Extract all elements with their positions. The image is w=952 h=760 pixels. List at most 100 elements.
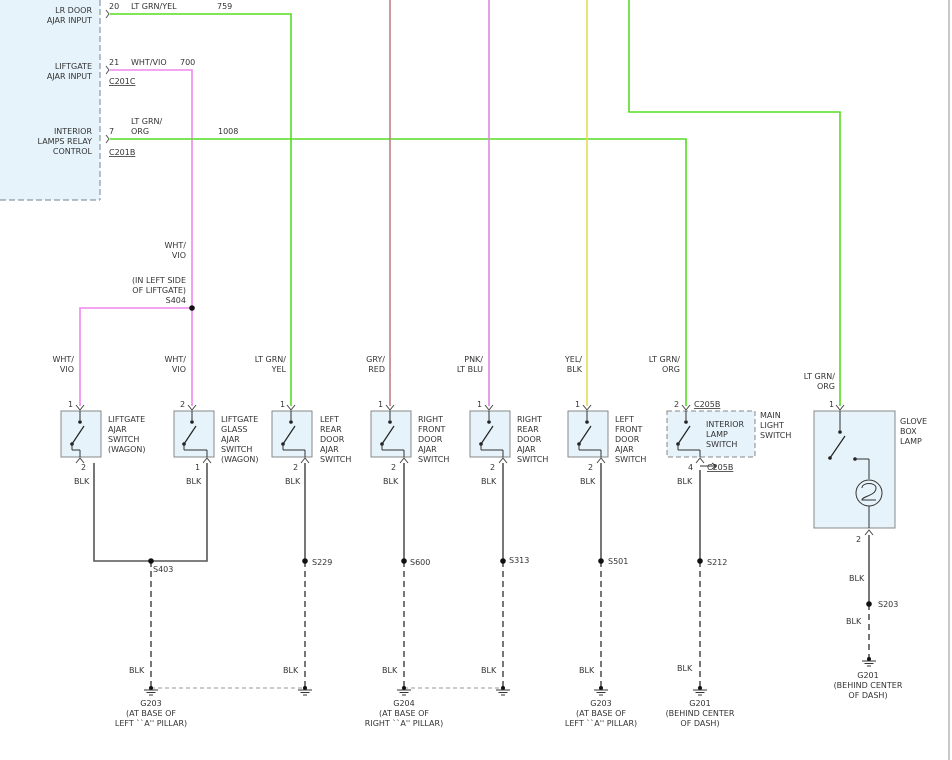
switch-contact-icon [190,420,194,424]
module-box [0,0,101,201]
switch-name: LIFTGATE AJAR SWITCH (WAGON) [108,415,146,454]
ground-wire-label: BLK [481,477,497,486]
pin-lr-door: 20 [109,2,119,11]
connector-chevron [596,457,606,464]
svg-text:AJAR: AJAR [221,435,240,444]
svg-text:G203: G203 [590,699,611,708]
switch-box [567,410,609,458]
svg-text:OF DASH): OF DASH) [680,719,719,728]
pin-top: 2 [180,400,185,409]
svg-text:AJAR INPUT: AJAR INPUT [47,72,92,81]
arrow-head-icon [711,462,717,470]
svg-text:INTERIOR: INTERIOR [706,420,745,429]
lamp-filament-icon [861,483,877,501]
splice-s404-dot [189,305,195,311]
switch-right-front-door-ajar: GRY/ RED 1 2 RIGHT FRONT DOOR AJAR SWITC… [366,355,449,486]
switch-contact-icon [838,430,842,434]
svg-text:LEFT ``A'' PILLAR): LEFT ``A'' PILLAR) [565,718,637,728]
splice-s600-id: S600 [410,558,430,567]
svg-text:SWITCH: SWITCH [615,455,646,464]
svg-text:LAMPS RELAY: LAMPS RELAY [38,137,93,146]
wire-1008-color: LT GRN/ ORG [131,117,163,136]
svg-text:SWITCH: SWITCH [760,431,791,440]
svg-text:DOOR: DOOR [418,435,443,444]
svg-text:LT BLU: LT BLU [457,365,483,374]
ground-wire-label: BLK [677,664,693,673]
connector-chevron [187,404,197,411]
switch-arm [677,425,691,445]
svg-text:LEFT ``A'' PILLAR): LEFT ``A'' PILLAR) [115,718,187,728]
svg-text:(WAGON): (WAGON) [108,445,146,454]
connector-chevron [286,404,296,411]
splice-s203-id: S203 [878,600,898,609]
switch-arm [71,425,85,445]
switch-left-front-door-ajar: YEL/ BLK 1 2 LEFT FRONT DOOR AJAR SWITCH… [564,355,646,486]
module-label-lr-door: LR DOOR AJAR INPUT [47,6,93,25]
svg-text:LIFTGATE: LIFTGATE [55,62,92,71]
svg-text:SWITCH: SWITCH [221,445,252,454]
splice-s501-id: S501 [608,557,628,566]
ground-g201-glove-id: G201 [857,671,878,680]
ground-wire-label: BLK [283,666,299,675]
connector-chevron [385,404,395,411]
wire-color-label: LT GRN/ YEL [255,355,287,374]
module-label-liftgate: LIFTGATE AJAR INPUT [47,62,92,81]
wire-color-label: WHT/ VIO [164,355,186,374]
pin-bottom: 2 [856,535,861,544]
wire-color-label: PNK/ LT BLU [457,355,483,374]
ground-wire-label: BLK [74,477,90,486]
svg-text:MAIN: MAIN [760,411,781,420]
wire-color-label: YEL/ BLK [564,355,583,374]
wire-lt-grn-org-glove [628,0,841,406]
svg-text:SWITCH: SWITCH [418,455,449,464]
svg-text:INTERIOR: INTERIOR [54,127,93,136]
pin-top: 2 [674,400,679,409]
pin-chevron [105,65,110,75]
ground-symbol-icon [496,686,510,696]
pin-bottom: 2 [81,463,86,472]
splice-s404-wire-label: WHT/ VIO [164,241,186,260]
pin-top: 1 [829,400,834,409]
ground-wire-label: BLK [186,477,202,486]
splice-s229-dot [302,558,308,564]
switch-contact-icon [487,420,491,424]
switch-liftgate-ajar: WHT/ VIO 1 2 LIFTGATE AJAR SWITCH (WAGON… [52,355,145,486]
ground-g201: G201 (BEHIND CENTER OF DASH) [666,699,735,728]
svg-text:OF DASH): OF DASH) [848,691,887,700]
svg-text:AJAR: AJAR [615,445,634,454]
svg-text:FRONT: FRONT [615,425,642,434]
svg-text:G203: G203 [140,699,161,708]
pin-top: 1 [575,400,580,409]
svg-text:YEL/: YEL/ [564,355,582,364]
wire-wht-vio [110,69,193,308]
wire-700-color: WHT/VIO [131,58,167,67]
wire-color-label: LT GRN/ ORG [804,372,836,391]
splice-s229-id: S229 [312,558,332,567]
switch-name: LEFT REAR DOOR AJAR SWITCH [320,415,351,464]
ground-symbol-icon [693,686,707,696]
glove-box-lamp: LT GRN/ ORG 1 2 GLOVE BOX LAMP BLK S203 … [804,372,927,700]
svg-text:RED: RED [368,365,385,374]
ground-symbol-icon [594,686,608,696]
switch-contact-icon [289,420,293,424]
connector-c201b: C201B [109,148,135,157]
svg-text:AJAR: AJAR [517,445,536,454]
wire-color-label: WHT/ VIO [52,355,74,374]
ground-wire-s403-left [93,463,151,562]
svg-text:GLASS: GLASS [221,425,247,434]
interior-lamp-switch-name: INTERIOR LAMP SWITCH [706,420,745,449]
svg-text:(BEHIND CENTER: (BEHIND CENTER [666,709,735,718]
svg-text:LIFTGATE: LIFTGATE [108,415,145,424]
ground-symbol-icon [298,686,312,696]
connector-c205b-bottom: C205B [707,463,733,472]
svg-text:G204: G204 [393,699,414,708]
svg-text:LEFT: LEFT [320,415,339,424]
switch-name: LIFTGATE GLASS AJAR SWITCH (WAGON) [221,415,259,464]
ground-wire-label: BLK [383,477,399,486]
pin-top: 1 [378,400,383,409]
switch-name: LEFT FRONT DOOR AJAR SWITCH [615,415,646,464]
switch-box [370,410,412,458]
switch-contact-icon [684,420,688,424]
splice-s404-id: S404 [166,296,186,305]
svg-text:GRY/: GRY/ [366,355,385,364]
